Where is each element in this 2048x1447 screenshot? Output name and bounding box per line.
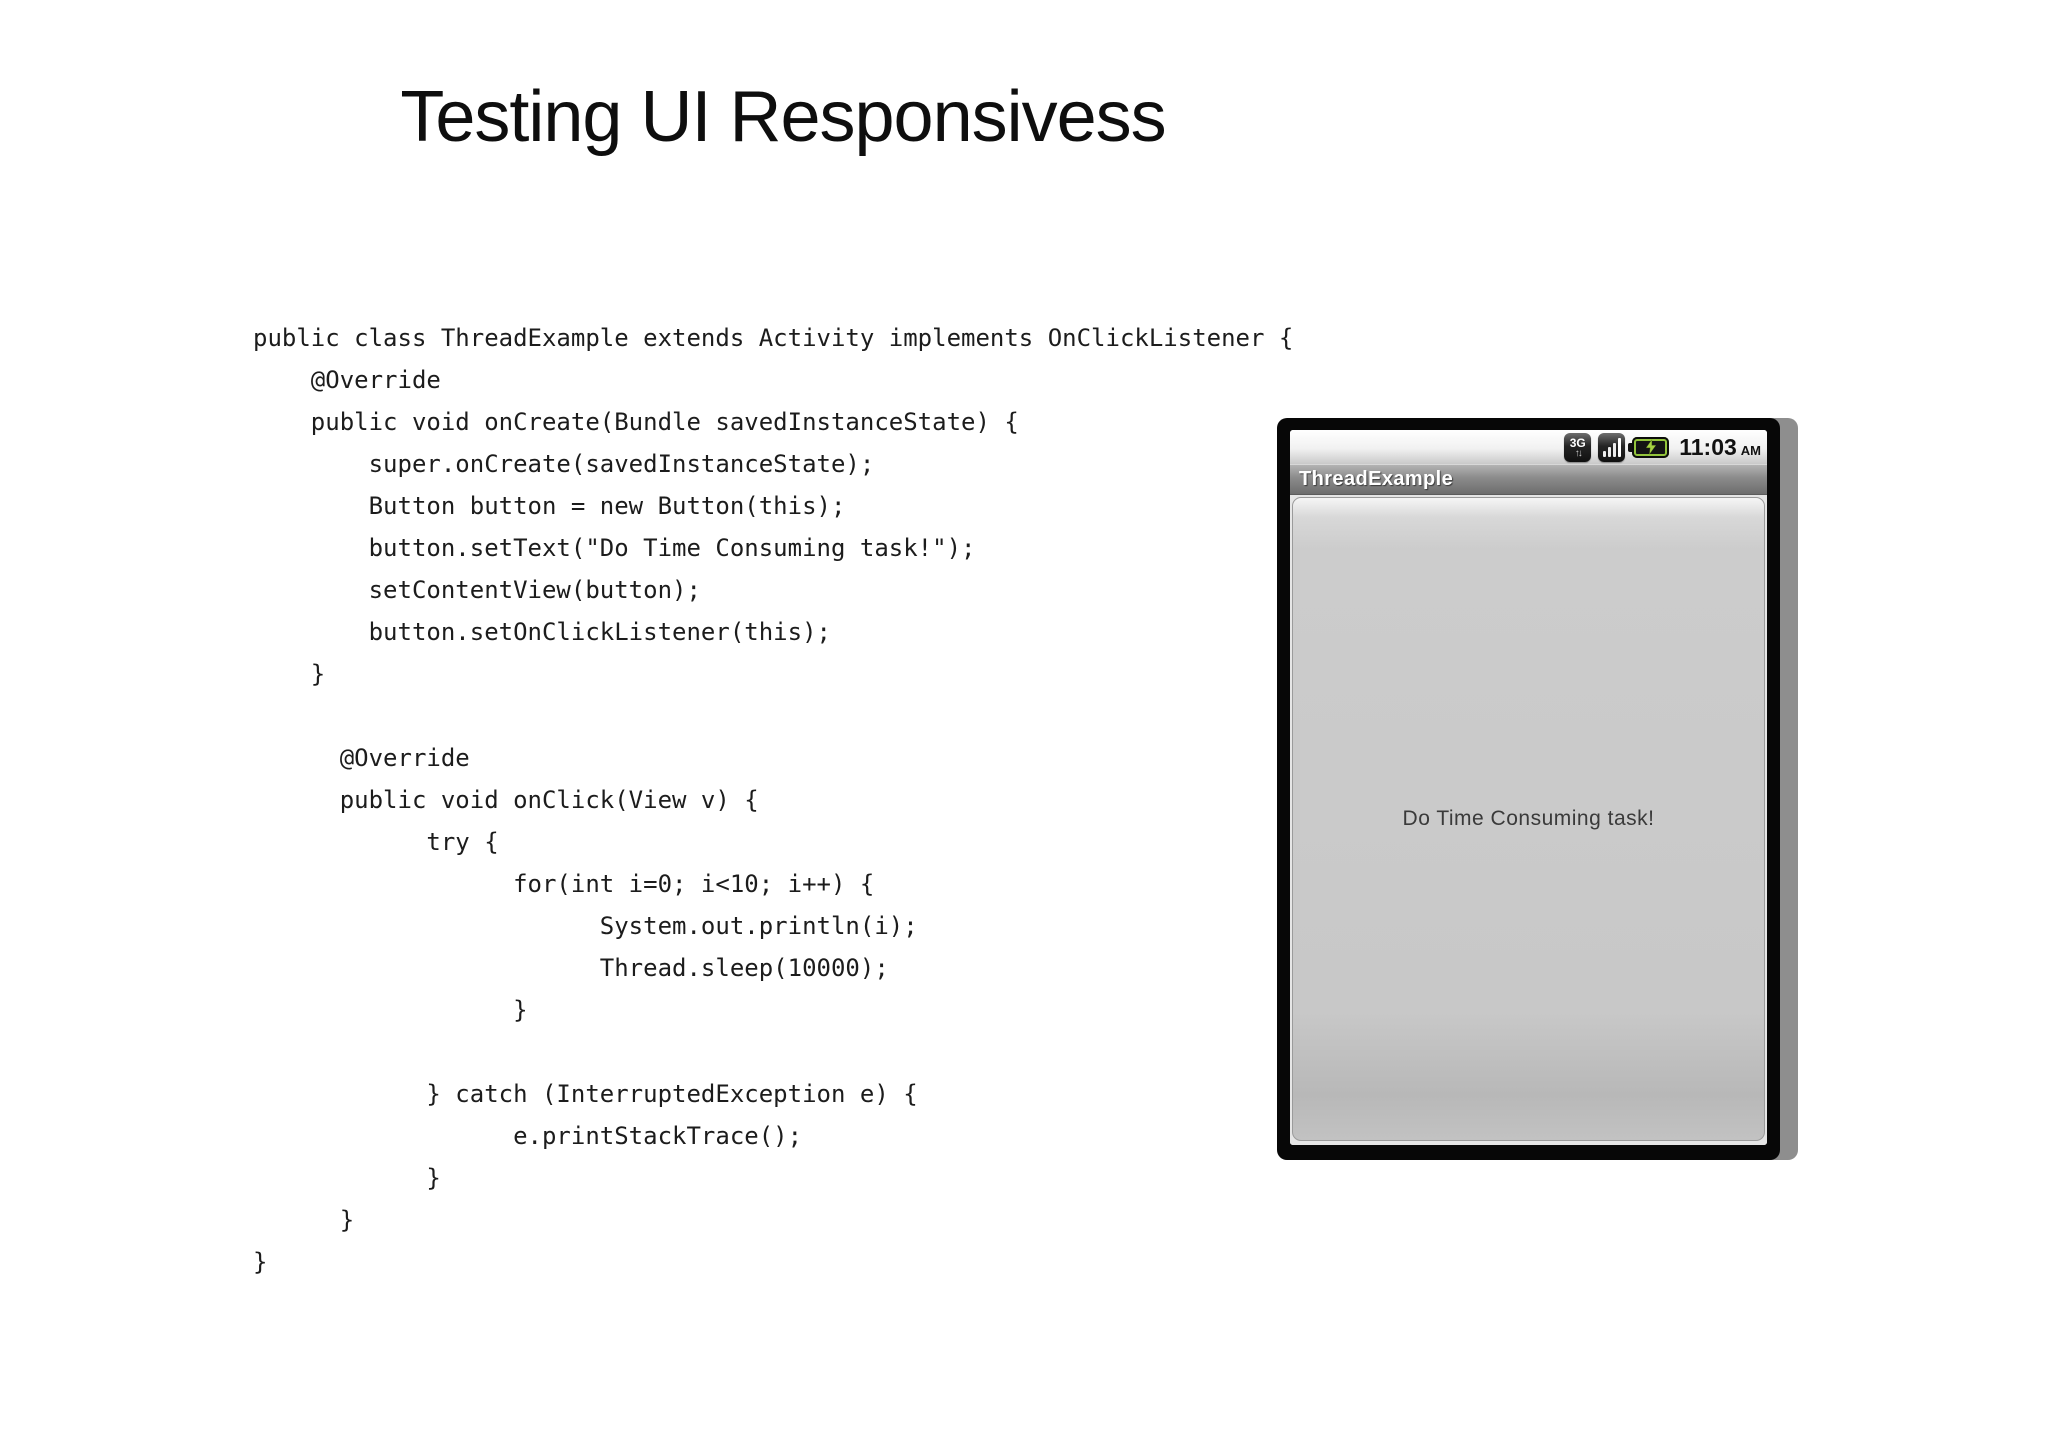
battery-charging-icon: [1628, 436, 1670, 458]
clock-time: 11:03: [1679, 433, 1737, 460]
app-title-bar: ThreadExample: [1290, 464, 1767, 495]
page-title: Testing UI Responsivess: [400, 77, 1166, 157]
data-transfer-arrows-icon: ↑↓: [1574, 447, 1583, 459]
android-emulator-screenshot: 3G ↑↓ 11:03 AM ThreadExample: [1277, 418, 1780, 1160]
signal-bars: [1602, 437, 1621, 457]
do-time-consuming-task-button[interactable]: Do Time Consuming task!: [1292, 497, 1765, 1141]
java-code-listing: public class ThreadExample extends Activ…: [253, 324, 1294, 1276]
button-label: Do Time Consuming task!: [1402, 807, 1655, 830]
status-bar: 3G ↑↓ 11:03 AM: [1290, 430, 1767, 464]
data-3g-icon: 3G ↑↓: [1564, 432, 1592, 462]
phone-screen: 3G ↑↓ 11:03 AM ThreadExample: [1290, 430, 1767, 1145]
clock-meridiem: AM: [1740, 442, 1761, 458]
lightning-bolt-icon: [1645, 439, 1656, 455]
network-badge-label: 3G: [1569, 435, 1586, 450]
status-bar-clock: 11:03 AM: [1679, 434, 1761, 461]
app-title-label: ThreadExample: [1299, 467, 1454, 490]
activity-content-area: Do Time Consuming task!: [1290, 495, 1767, 1145]
signal-strength-icon: [1598, 432, 1626, 462]
